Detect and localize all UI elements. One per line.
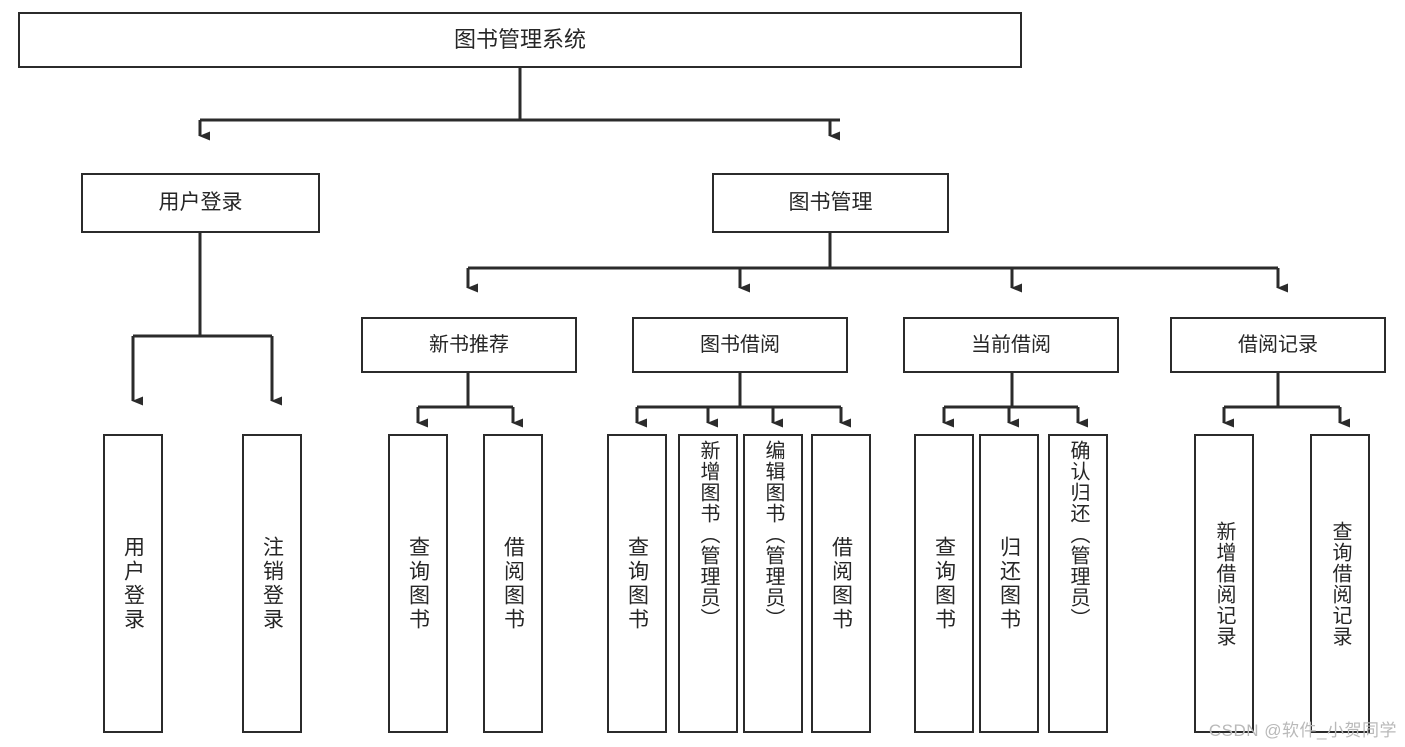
leaf-query-record[interactable]: 查询借阅记录 — [1310, 434, 1370, 733]
node-book-borrow[interactable]: 图书借阅 — [632, 317, 848, 373]
leaf-user-logout-label: 注销登录 — [260, 535, 284, 632]
node-user-login[interactable]: 用户登录 — [81, 173, 320, 233]
node-new-book-recommend-label: 新书推荐 — [429, 333, 509, 356]
leaf-user-logout[interactable]: 注销登录 — [242, 434, 302, 733]
leaf-query-book-3[interactable]: 查询图书 — [914, 434, 974, 733]
leaf-user-login-label: 用户登录 — [121, 535, 145, 632]
node-book-manage-label: 图书管理 — [788, 190, 873, 214]
leaf-edit-book-label: 编辑图书（管理员） — [762, 440, 784, 629]
leaf-return-book[interactable]: 归还图书 — [979, 434, 1039, 733]
leaf-borrow-book-2-label: 借阅图书 — [829, 535, 853, 632]
leaf-query-book-2[interactable]: 查询图书 — [607, 434, 667, 733]
leaf-add-record-label: 新增借阅记录 — [1213, 520, 1235, 647]
watermark: CSDN @软件_小贺同学 — [1208, 721, 1397, 740]
node-current-borrow[interactable]: 当前借阅 — [903, 317, 1119, 373]
leaf-query-record-label: 查询借阅记录 — [1329, 520, 1351, 647]
node-root-label: 图书管理系统 — [453, 27, 586, 53]
leaf-query-book-2-label: 查询图书 — [625, 535, 649, 632]
leaf-query-book-1[interactable]: 查询图书 — [388, 434, 448, 733]
node-book-manage[interactable]: 图书管理 — [712, 173, 949, 233]
leaf-edit-book[interactable]: 编辑图书（管理员） — [743, 434, 803, 733]
node-root[interactable]: 图书管理系统 — [18, 12, 1022, 68]
node-borrow-record[interactable]: 借阅记录 — [1170, 317, 1386, 373]
leaf-add-record[interactable]: 新增借阅记录 — [1194, 434, 1254, 733]
leaf-add-book[interactable]: 新增图书（管理员） — [678, 434, 738, 733]
node-book-borrow-label: 图书借阅 — [700, 333, 780, 356]
leaf-confirm-return-label: 确认归还（管理员） — [1067, 440, 1089, 629]
node-borrow-record-label: 借阅记录 — [1238, 333, 1318, 356]
node-new-book-recommend[interactable]: 新书推荐 — [361, 317, 577, 373]
leaf-add-book-label: 新增图书（管理员） — [697, 440, 719, 629]
leaf-query-book-3-label: 查询图书 — [932, 535, 956, 632]
node-user-login-label: 用户登录 — [158, 190, 243, 214]
leaf-user-login[interactable]: 用户登录 — [103, 434, 163, 733]
node-current-borrow-label: 当前借阅 — [971, 333, 1051, 356]
leaf-borrow-book-1-label: 借阅图书 — [501, 535, 525, 632]
leaf-borrow-book-2[interactable]: 借阅图书 — [811, 434, 871, 733]
leaf-confirm-return[interactable]: 确认归还（管理员） — [1048, 434, 1108, 733]
leaf-borrow-book-1[interactable]: 借阅图书 — [483, 434, 543, 733]
leaf-return-book-label: 归还图书 — [997, 535, 1021, 632]
leaf-query-book-1-label: 查询图书 — [406, 535, 430, 632]
